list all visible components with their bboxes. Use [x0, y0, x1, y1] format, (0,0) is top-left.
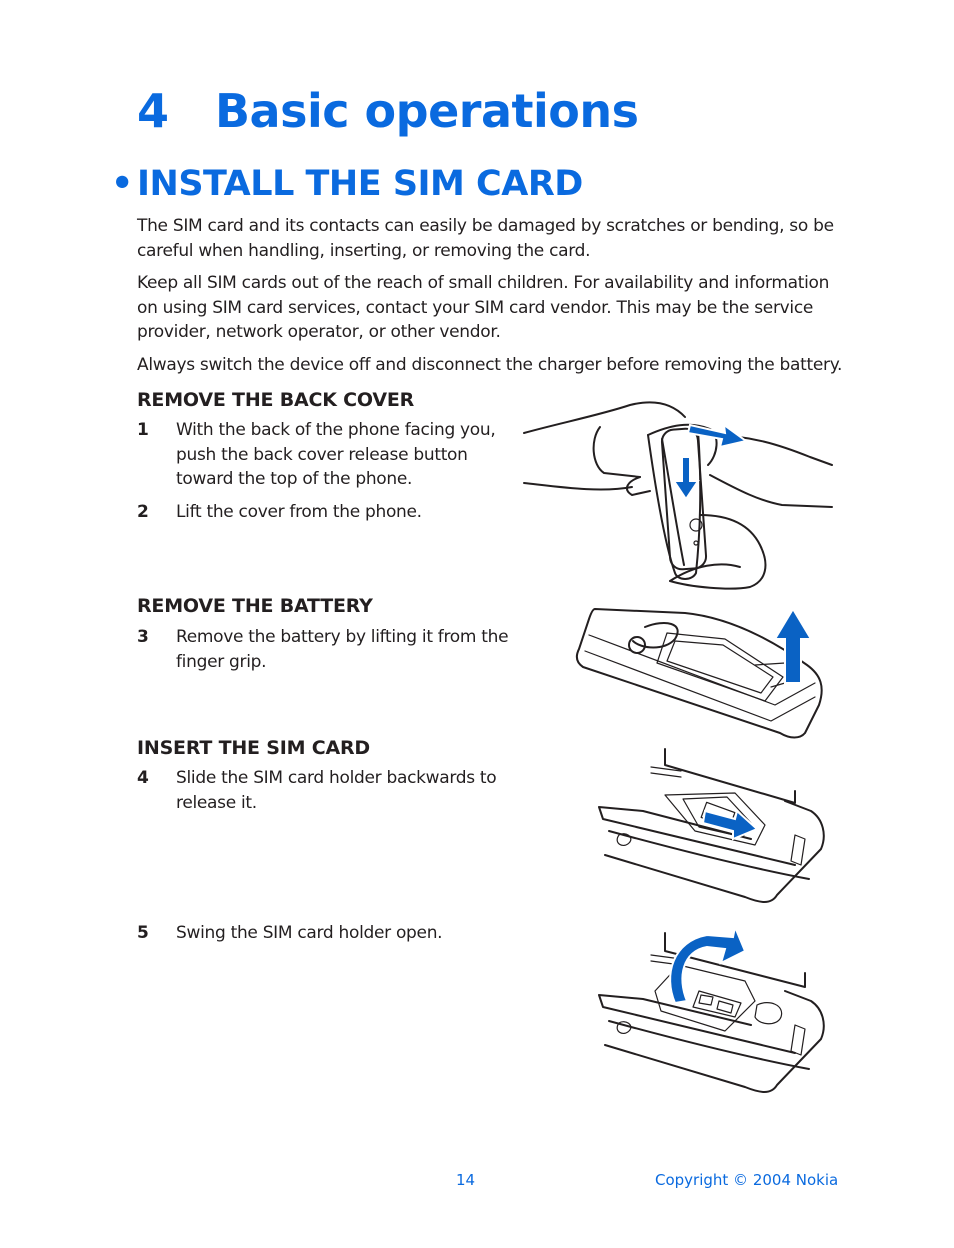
paragraph-sim-damage: The SIM card and its contacts can easily…	[137, 216, 834, 261]
step-number: 4	[137, 768, 149, 788]
step-number: 3	[137, 627, 149, 647]
chapter-number: 4	[137, 84, 169, 138]
section-title: INSTALL THE SIM CARD	[137, 164, 583, 204]
step-number: 2	[137, 502, 149, 522]
step-1: 1 With the back of the phone facing you,…	[137, 418, 517, 492]
step-number: 1	[137, 420, 149, 440]
page-number: 14	[456, 1171, 476, 1189]
step-text: Swing the SIM card holder open.	[176, 923, 443, 943]
subheading-insert-sim-card: INSERT THE SIM CARD	[137, 737, 370, 759]
step-number: 5	[137, 923, 149, 943]
step-2: 2 Lift the cover from the phone.	[137, 500, 527, 525]
sim-holder-slide-illustration	[598, 748, 825, 903]
paragraph-sim-children: Keep all SIM cards out of the reach of s…	[137, 273, 830, 342]
paragraph-switch-off: Always switch the device off and disconn…	[137, 355, 843, 375]
step-text: Remove the battery by lifting it from th…	[176, 627, 509, 672]
copyright-notice: Copyright © 2004 Nokia	[655, 1171, 839, 1189]
section-bullet: •	[111, 164, 133, 204]
remove-back-cover-illustration	[523, 401, 833, 590]
step-text: With the back of the phone facing you, p…	[176, 420, 496, 489]
chapter-title: Basic operations	[215, 84, 639, 138]
section-heading: •INSTALL THE SIM CARD	[111, 164, 583, 204]
step-text: Slide the SIM card holder backwards to r…	[176, 768, 497, 813]
step-3: 3 Remove the battery by lifting it from …	[137, 625, 537, 674]
remove-battery-illustration	[575, 607, 823, 739]
step-4: 4 Slide the SIM card holder backwards to…	[137, 766, 527, 815]
sim-holder-open-illustration	[598, 923, 825, 1093]
subheading-remove-battery: REMOVE THE BATTERY	[137, 595, 373, 617]
chapter-heading: 4 Basic operations	[137, 84, 639, 138]
step-text: Lift the cover from the phone.	[176, 502, 422, 522]
step-5: 5 Swing the SIM card holder open.	[137, 921, 527, 946]
subheading-remove-back-cover: REMOVE THE BACK COVER	[137, 389, 415, 411]
